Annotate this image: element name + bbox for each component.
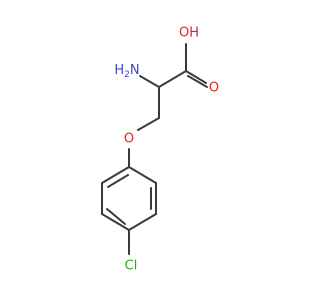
bond-ccarboxyl-o-double-2 xyxy=(187,75,208,88)
bond-calpha-n xyxy=(139,75,160,88)
bonds xyxy=(101,43,208,255)
ring-bond-1 xyxy=(128,166,157,184)
bond-calpha-ccarboxyl xyxy=(158,70,187,88)
molecule-structure: OH O O H2N Cl xyxy=(101,26,219,274)
hydroxyl-label: OH xyxy=(179,26,199,41)
bond-ccarboxyl-o-double-1 xyxy=(185,70,207,84)
amine-n: N xyxy=(130,63,140,78)
amine-label: H2N xyxy=(114,63,139,80)
ring-inner-double-2 xyxy=(106,208,126,225)
ring-bond-3 xyxy=(128,213,157,231)
amine-h: H xyxy=(114,63,124,78)
ring-bond-4 xyxy=(101,213,130,231)
carbonyl-oxygen-label: O xyxy=(209,81,219,96)
amine-subscript: 2 xyxy=(124,70,130,80)
chlorine-label: Cl xyxy=(125,259,138,274)
bond-cbeta-oether xyxy=(137,117,160,131)
ring-bond-6 xyxy=(101,166,130,184)
ring-inner-double-3 xyxy=(107,174,129,188)
ether-oxygen-label: O xyxy=(124,132,134,147)
atom-labels: OH O O H2N Cl xyxy=(114,26,219,274)
